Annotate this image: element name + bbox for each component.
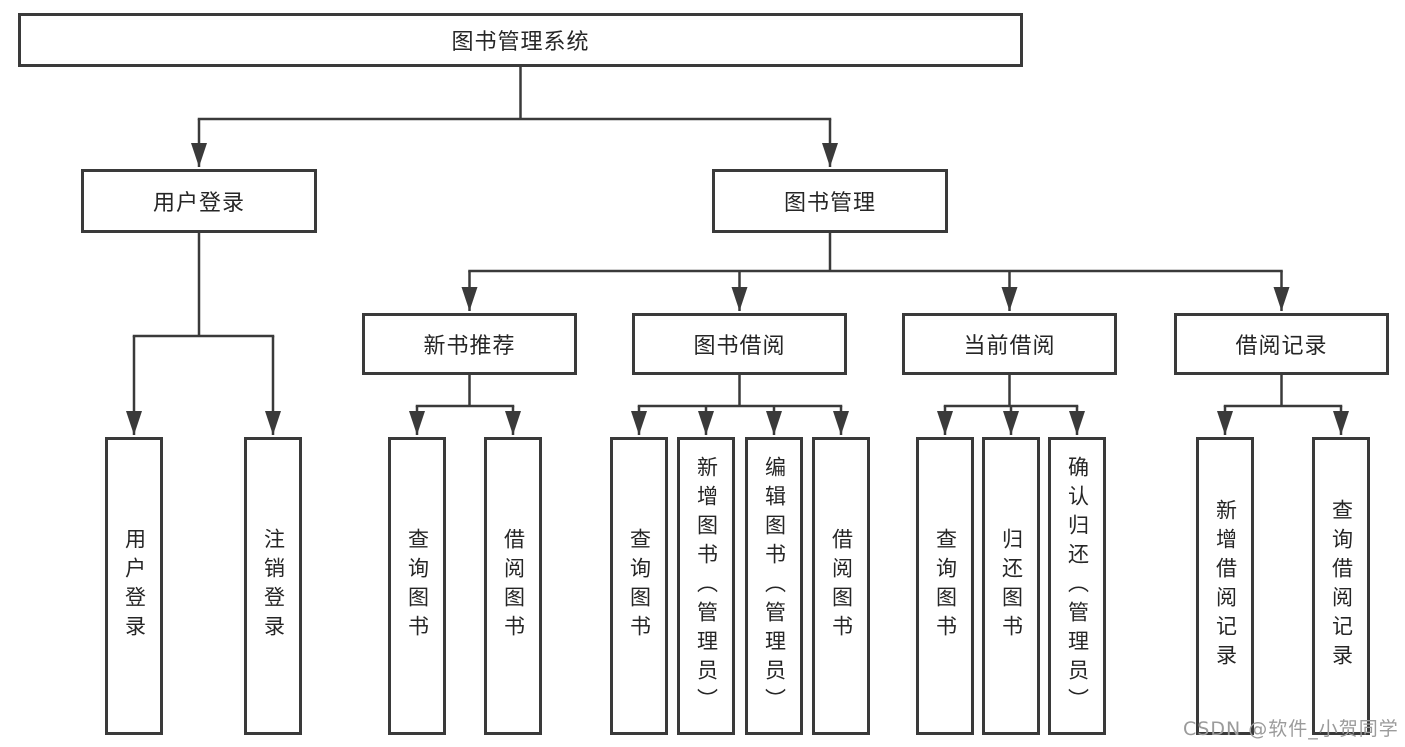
leaf-edit-books-admin: 编辑图书（管理员）: [745, 437, 803, 735]
node-label: 借阅记录: [1235, 334, 1328, 359]
leaf-user-login: 用户登录: [105, 437, 163, 735]
node-label: 图书管理系统: [451, 30, 590, 55]
leaf-label: 新增借阅记录: [1213, 499, 1238, 673]
node-label: 图书借阅: [693, 334, 786, 359]
leaf-label: 编辑图书（管理员）: [762, 455, 787, 717]
node-book-management: 图书管理: [712, 169, 948, 233]
leaf-label: 借阅图书: [501, 528, 526, 644]
leaf-label: 查询图书: [627, 528, 652, 644]
leaf-label: 归还图书: [999, 528, 1024, 644]
csdn-watermark: CSDN @软件_小贺同学: [1183, 718, 1399, 740]
leaf-label: 查询图书: [405, 528, 430, 644]
node-current-borrowing: 当前借阅: [902, 313, 1117, 375]
node-library-management-system: 图书管理系统: [18, 13, 1023, 67]
node-label: 当前借阅: [963, 334, 1056, 359]
leaf-borrow-books-recommend: 借阅图书: [484, 437, 542, 735]
leaf-label: 查询借阅记录: [1329, 499, 1354, 673]
node-borrowing-records: 借阅记录: [1174, 313, 1389, 375]
leaf-return-books: 归还图书: [982, 437, 1040, 735]
leaf-add-books-admin: 新增图书（管理员）: [677, 437, 735, 735]
leaf-query-books-recommend: 查询图书: [388, 437, 446, 735]
node-label: 用户登录: [152, 191, 245, 216]
leaf-query-books-borrowing: 查询图书: [610, 437, 668, 735]
leaf-label: 查询图书: [933, 528, 958, 644]
node-label: 图书管理: [783, 191, 876, 216]
leaf-borrow-books-borrowing: 借阅图书: [812, 437, 870, 735]
leaf-label: 借阅图书: [829, 528, 854, 644]
leaf-logout: 注销登录: [244, 437, 302, 735]
leaf-query-books-current: 查询图书: [916, 437, 974, 735]
node-label: 新书推荐: [423, 334, 516, 359]
leaf-label: 用户登录: [122, 528, 147, 644]
leaf-label: 确认归还（管理员）: [1065, 455, 1090, 717]
node-user-login: 用户登录: [81, 169, 317, 233]
node-new-book-recommendation: 新书推荐: [362, 313, 577, 375]
leaf-confirm-return-admin: 确认归还（管理员）: [1048, 437, 1106, 735]
leaf-add-borrow-record: 新增借阅记录: [1196, 437, 1254, 735]
node-book-borrowing: 图书借阅: [632, 313, 847, 375]
leaf-label: 注销登录: [261, 528, 286, 644]
leaf-query-borrow-record: 查询借阅记录: [1312, 437, 1370, 735]
leaf-label: 新增图书（管理员）: [694, 455, 719, 717]
